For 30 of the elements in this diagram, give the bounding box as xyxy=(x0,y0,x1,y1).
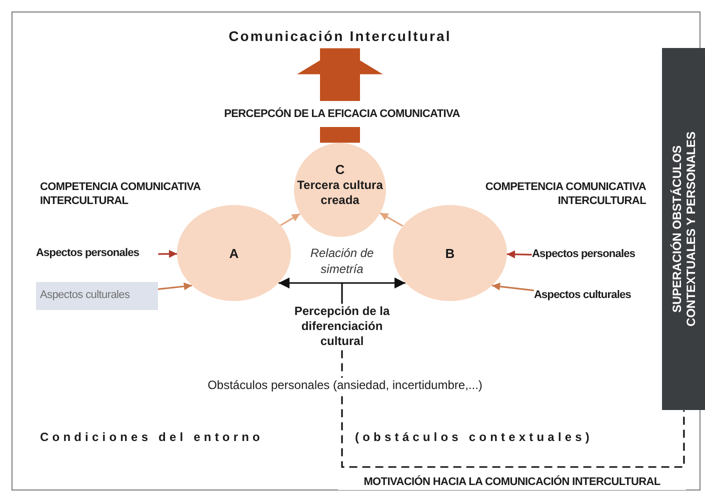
arrow xyxy=(158,250,178,258)
arrow xyxy=(380,212,404,227)
node-text: Aspectos personales xyxy=(36,247,140,259)
circle-text: Tercera cultura creada xyxy=(296,178,384,208)
connector-line xyxy=(341,350,343,378)
node-text: SUPERACIÓN OBSTÁCULOS CONTEXTUALES Y PERSONALES xyxy=(670,130,698,328)
node-text: Aspectos culturales xyxy=(40,289,131,301)
arrow xyxy=(278,278,406,288)
factor-box xyxy=(36,282,158,310)
arrow xyxy=(158,282,192,290)
arrow xyxy=(506,250,532,258)
arrow xyxy=(280,213,300,226)
node-text: Aspectos personales xyxy=(532,248,636,260)
section-text: (obstáculos contextuales) xyxy=(355,430,594,444)
block-arrow xyxy=(297,48,383,143)
node-text: Percepción de la diferenciación cultural xyxy=(293,304,391,349)
node-text: Aspectos culturales xyxy=(534,289,632,301)
heading-text: COMPETENCIA COMUNICATIVA INTERCULTURAL xyxy=(484,180,646,208)
node-text: Obstáculos personales (ansiedad, incertidumbre,...) xyxy=(206,378,484,393)
section-text: Condiciones del entorno xyxy=(40,430,264,444)
circle-letter: C xyxy=(335,161,345,178)
circle-letter: B xyxy=(445,244,455,262)
connector-line xyxy=(341,283,343,304)
heading-text: COMPETENCIA COMUNICATIVA INTERCULTURAL xyxy=(40,180,202,208)
vertical-banner xyxy=(662,48,705,410)
connector-line xyxy=(341,396,685,468)
edge-label: MOTIVACIÓN HACIA LA COMUNICACIÓN INTERCULTURAL xyxy=(338,474,686,490)
circle-letter: A xyxy=(229,244,239,262)
node-text: Comunicación Intercultural xyxy=(228,28,452,44)
arrow xyxy=(492,282,534,292)
